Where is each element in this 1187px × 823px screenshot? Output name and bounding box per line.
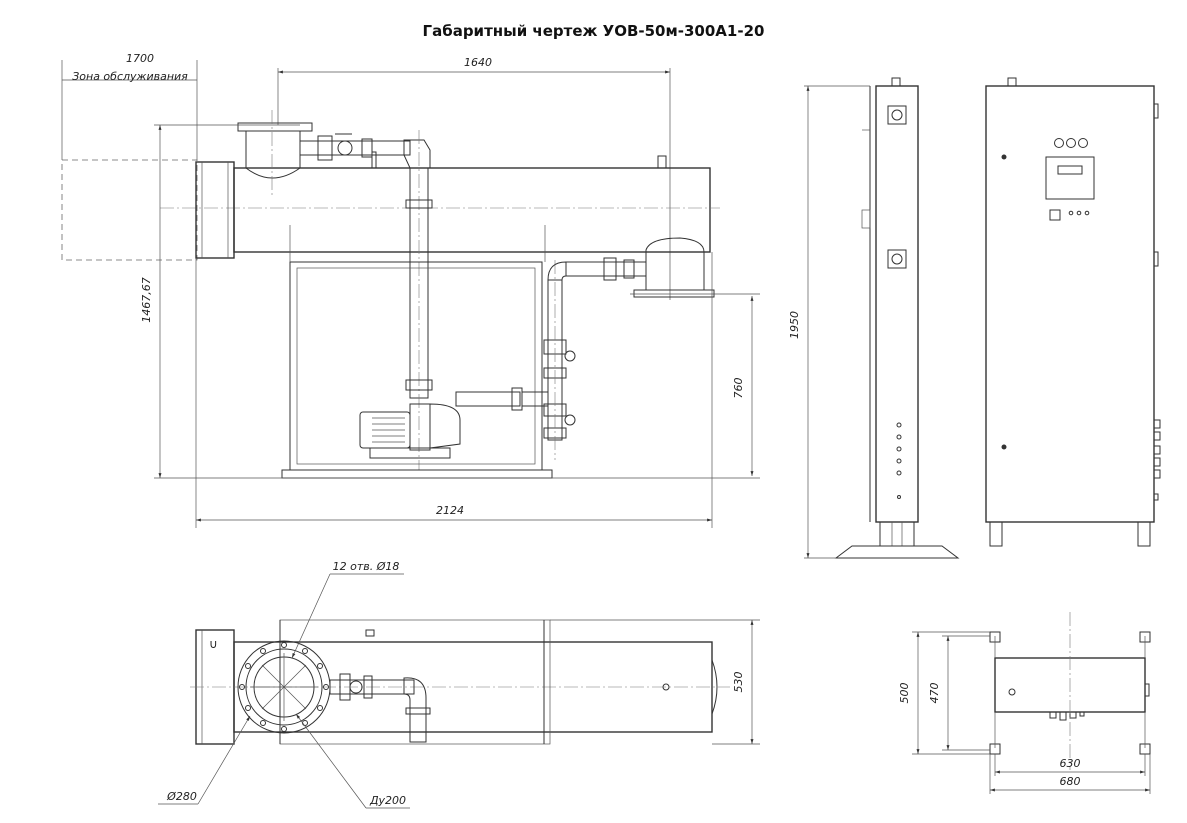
side-view: 1950 — [788, 77, 960, 559]
cabinet-front-view — [985, 77, 1161, 547]
end-view: 500 470 630 680 — [898, 612, 1151, 794]
dimension-500: 500 — [898, 683, 911, 704]
dimension-470: 470 — [928, 683, 941, 704]
service-zone-dimension: 1700 — [126, 52, 154, 65]
dimension-1950: 1950 — [788, 311, 801, 339]
dimension-760: 760 — [732, 378, 745, 399]
dimension-2124: 2124 — [436, 504, 464, 517]
nominal-diameter-callout: Ду200 — [369, 794, 406, 807]
drawing-title: Габаритный чертеж УОВ-50м-300А1-20 — [422, 22, 765, 40]
holes-callout: 12 отв. Ø18 — [333, 560, 400, 573]
front-view: 1700 Зона обслуживания 1640 — [61, 52, 760, 528]
service-zone-label: Зона обслуживания — [72, 70, 188, 83]
flange-diameter-callout: Ø280 — [166, 790, 197, 803]
service-zone-outline — [61, 159, 198, 261]
svg-text:∪: ∪ — [209, 637, 218, 651]
top-view: ∪ 12 отв — [158, 560, 760, 809]
dimension-630: 630 — [1060, 757, 1081, 770]
end-cap — [195, 161, 235, 259]
dimension-530: 530 — [732, 672, 745, 693]
dimension-1640: 1640 — [464, 56, 492, 69]
dimension-1467-67: 1467,67 — [140, 277, 153, 323]
dimension-680: 680 — [1060, 775, 1081, 788]
main-body — [233, 167, 711, 253]
